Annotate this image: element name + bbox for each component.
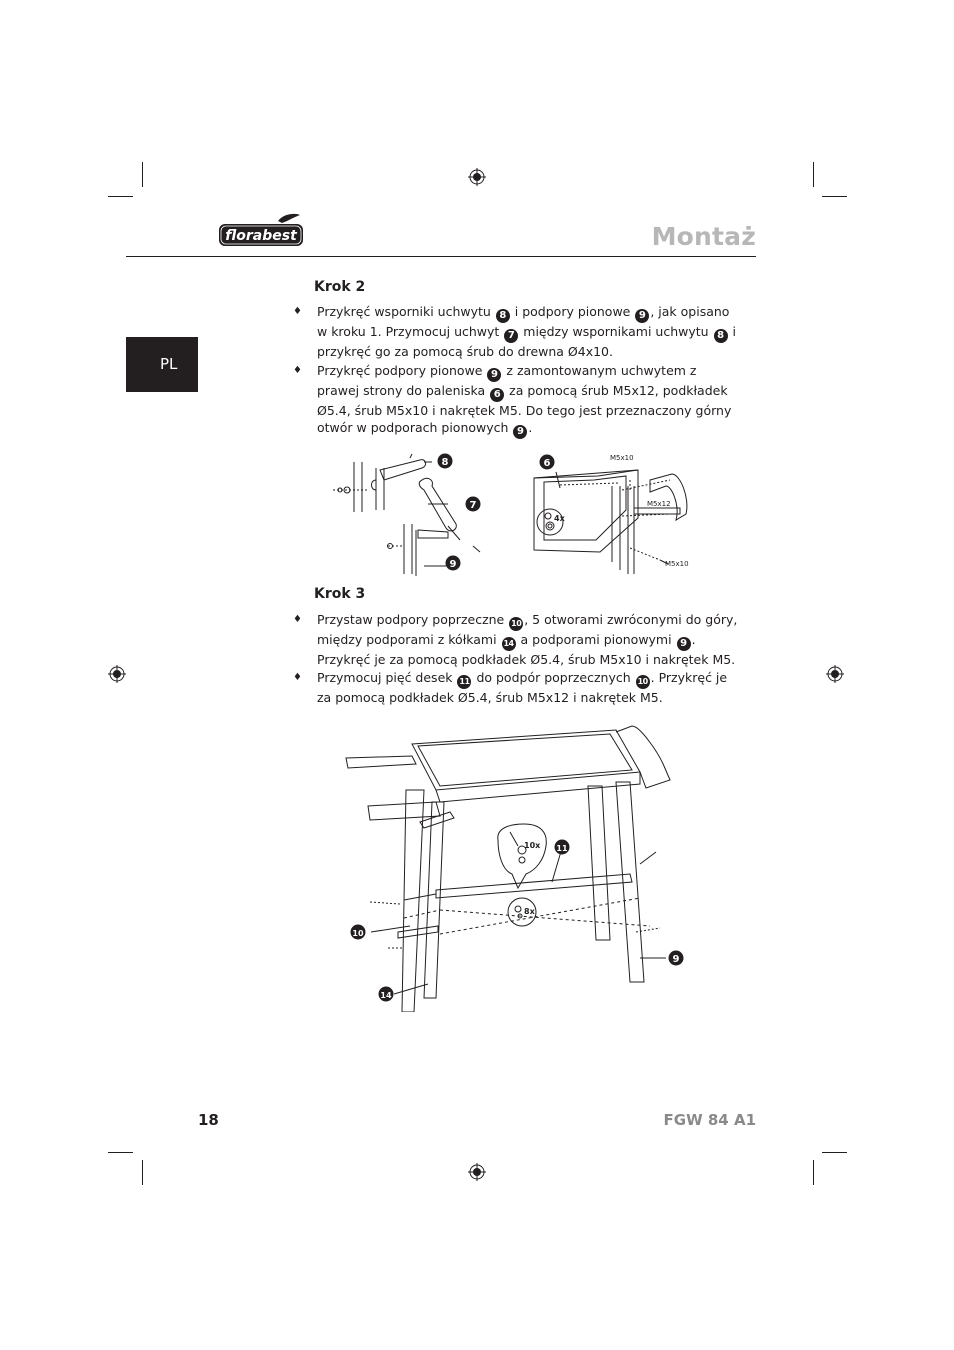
step2-handle-figure: 8 7 9	[333, 453, 481, 576]
callout-label: 9	[450, 559, 457, 570]
florabest-logo: florabest	[219, 213, 303, 246]
instruction-paragraph: Przymocuj pięć desek 11 do podpór poprze…	[317, 670, 728, 705]
language-tab-label: PL	[160, 355, 178, 373]
callout-label: 7	[470, 500, 477, 511]
registration-mark-icon	[108, 665, 126, 683]
part-number-badge: 10	[635, 675, 650, 689]
registration-mark-icon	[468, 1163, 486, 1181]
instruction-paragraph: Przykręć wsporniki uchwytu 8 i podpory p…	[317, 304, 736, 359]
registration-mark-icon	[468, 168, 486, 186]
label-m5x12: M5x12	[647, 500, 671, 508]
callout-label: 6	[544, 458, 551, 469]
callout-label: 8	[442, 457, 449, 468]
crop-mark	[813, 1160, 814, 1185]
crop-mark	[822, 196, 847, 197]
part-number-badge: 6	[490, 388, 505, 402]
page-number: 18	[198, 1111, 219, 1129]
bullet-icon: ♦	[293, 672, 302, 683]
step2-firebox-figure: 6 M5x10 M5x12 M5x10 4x	[533, 454, 689, 574]
step-heading: Krok 3	[314, 586, 366, 602]
registration-mark-icon	[826, 665, 844, 683]
crop-mark	[108, 1152, 133, 1153]
part-number-badge: 7	[504, 329, 519, 343]
label-quantity: 4x	[554, 514, 566, 523]
callout-label: 14	[380, 991, 392, 1000]
header-divider	[126, 256, 756, 257]
callout-label: 11	[556, 844, 568, 853]
instruction-paragraph: Przykręć podpory pionowe 9 z zamontowany…	[317, 363, 732, 439]
bullet-icon: ♦	[293, 306, 302, 317]
callout-label: 10	[352, 929, 364, 938]
bullet-icon: ♦	[293, 365, 302, 376]
part-number-badge: 14	[501, 637, 516, 651]
language-tab: PL	[126, 337, 198, 392]
part-number-badge: 10	[509, 617, 524, 631]
crop-mark	[142, 1160, 143, 1185]
crop-mark	[822, 1152, 847, 1153]
label-quantity: 8x	[524, 907, 536, 916]
label-m5x10: M5x10	[610, 454, 634, 462]
part-number-badge: 8	[495, 309, 510, 323]
step-heading: Krok 2	[314, 279, 366, 295]
part-number-badge: 9	[513, 425, 528, 439]
part-number-badge: 9	[487, 368, 502, 382]
label-quantity: 10x	[524, 841, 541, 850]
label-m5x10: M5x10	[665, 560, 689, 568]
crop-mark	[108, 196, 133, 197]
step3-grill-stand-figure: 11 10 14 9 10x 8x	[345, 725, 684, 1012]
bullet-icon: ♦	[293, 614, 302, 625]
part-number-badge: 8	[713, 329, 728, 343]
part-number-badge: 9	[676, 637, 691, 651]
crop-mark	[142, 162, 143, 187]
part-number-badge: 9	[635, 309, 650, 323]
callout-label: 9	[673, 954, 680, 965]
part-number-badge: 11	[457, 675, 472, 689]
instruction-paragraph: Przystaw podpory poprzeczne 10, 5 otwora…	[317, 612, 738, 667]
page-title: Montaż	[651, 222, 756, 251]
model-number: FGW 84 A1	[663, 1111, 756, 1129]
logo-text: florabest	[225, 228, 298, 244]
crop-mark	[813, 162, 814, 187]
